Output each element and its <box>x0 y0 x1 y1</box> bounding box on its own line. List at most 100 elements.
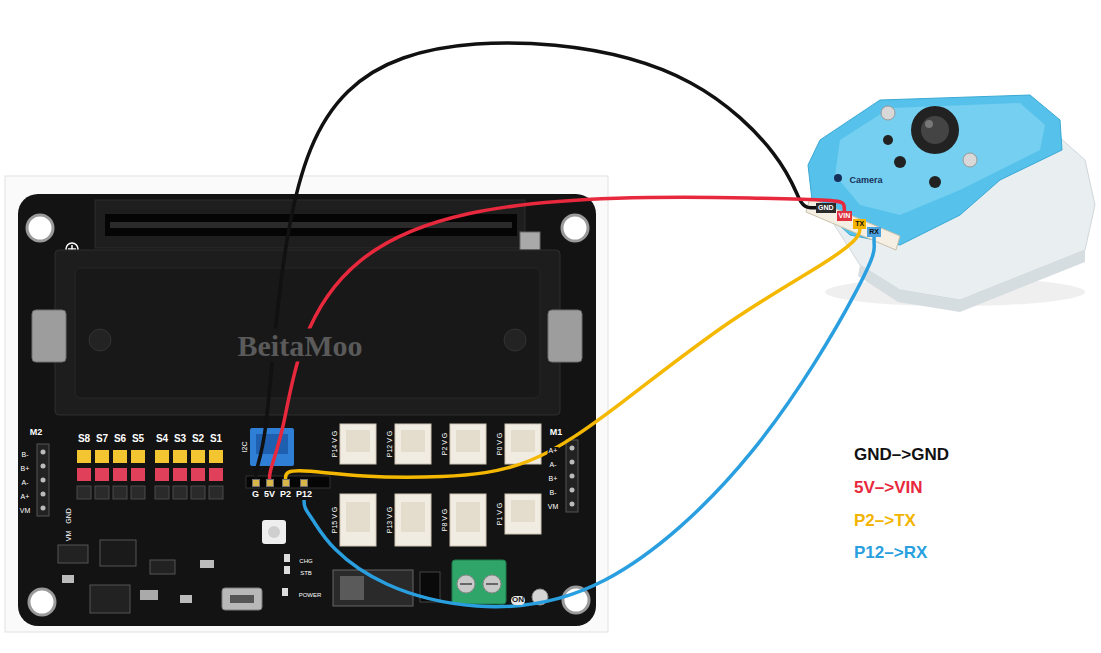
port-name-holder: I2C <box>233 441 251 454</box>
smd-components-part <box>100 540 136 566</box>
port-name: P2 V G <box>441 432 449 457</box>
header-pin-box: 5V <box>263 479 276 500</box>
pin-header-strip <box>246 476 330 488</box>
slide-switch-part <box>420 572 440 602</box>
terminal-block-part <box>460 583 498 585</box>
servo-name: S4 <box>155 433 169 444</box>
edge-connector-part <box>105 214 517 236</box>
micro-usb-part <box>222 588 262 610</box>
edge-connector-part <box>110 222 512 228</box>
camera-module-part <box>921 116 949 144</box>
expansion-board <box>18 194 596 626</box>
port-name: P13 V G <box>386 506 394 534</box>
button-name-holder: ON <box>511 588 525 606</box>
motor-header-m2-part <box>41 478 46 483</box>
led-name: POWER <box>298 592 323 599</box>
pin-name-holder: VM <box>547 495 560 513</box>
servo-headers-part <box>131 486 145 499</box>
motor-header-m1-part <box>570 488 575 493</box>
servo-headers-part <box>173 468 187 481</box>
smd-components <box>58 540 214 613</box>
edge-connector-part <box>520 232 540 250</box>
led-name-holder: STB <box>299 561 313 579</box>
battery-holder-part <box>75 268 540 398</box>
pin-name: A- <box>21 479 30 487</box>
servo-headers-part <box>113 450 127 463</box>
camera-module-part <box>883 135 893 145</box>
pin-name-holder: A- <box>21 471 30 489</box>
smd-components-part <box>200 560 214 568</box>
pin-name: B+ <box>20 465 31 473</box>
motor-header-m1-part <box>570 446 575 451</box>
header-pin <box>282 479 290 487</box>
pin-name-holder: A+ <box>20 485 31 503</box>
led-name-holder: POWER <box>298 583 323 601</box>
pin-name: A+ <box>548 447 559 455</box>
smd-components-part <box>180 595 192 603</box>
servo-headers-part <box>95 468 109 481</box>
servo-headers-part <box>131 450 145 463</box>
pin-name-holder: B- <box>549 481 558 499</box>
edge-connector-part <box>95 200 525 248</box>
servo-headers-part <box>95 486 109 499</box>
pin-name: VM <box>65 530 73 543</box>
servo-name-holder: S3 <box>173 428 187 446</box>
header-pin <box>266 479 274 487</box>
port-name: P1 V G <box>496 502 504 527</box>
jst-connectors-part <box>395 424 431 464</box>
led-name-holder: CHG <box>298 549 313 567</box>
header-pin-box: P2 <box>279 479 292 500</box>
pin-name-holder: VM <box>57 530 75 543</box>
port-name: P8 V G <box>441 508 449 533</box>
pin-label: P12 <box>295 490 313 500</box>
power-button <box>532 589 548 605</box>
pin-name-holder: B+ <box>20 457 31 475</box>
servo-name-holder: S2 <box>191 428 205 446</box>
jst-connectors-part <box>346 430 370 452</box>
jumper-wire <box>304 237 874 607</box>
pin-name: A- <box>549 461 558 469</box>
jst-connectors <box>340 424 541 546</box>
smd-components-part <box>150 560 175 574</box>
pin-header-strip-part <box>246 476 330 488</box>
servo-headers-part <box>209 486 223 499</box>
i2c-connector <box>250 428 294 466</box>
wiring-key-holder: GND–>GND <box>852 446 951 465</box>
servo-headers <box>77 450 223 499</box>
battery-holder-part <box>504 329 526 351</box>
camera-module-part <box>835 103 1045 215</box>
jst-connectors-part <box>505 494 541 534</box>
motor-header-m2-part <box>41 506 46 511</box>
pin-label: G <box>251 490 260 500</box>
servo-name: S1 <box>209 433 223 444</box>
camera-module-part <box>834 174 842 182</box>
pin-name: B- <box>549 489 558 497</box>
port-name: I2C <box>241 441 249 454</box>
servo-name-holder: S6 <box>113 428 127 446</box>
status-leds <box>282 554 290 596</box>
camera-module-part <box>881 106 895 120</box>
battery-holder <box>32 250 582 415</box>
servo-name-holder: S1 <box>209 428 223 446</box>
servo-headers-part <box>155 486 169 499</box>
pin-name-holder: B+ <box>548 467 559 485</box>
led-name: CHG <box>298 558 313 565</box>
jumper-wire <box>256 43 816 479</box>
terminal-block <box>452 560 506 604</box>
jst-connectors-part <box>505 424 541 464</box>
servo-name: S5 <box>131 433 145 444</box>
camera-module-part <box>911 106 959 154</box>
camera-module-part <box>963 153 977 167</box>
pin-label: RX <box>867 227 881 237</box>
wiring-key: 5V–>VIN <box>852 479 925 498</box>
jst-connectors-part <box>401 430 425 452</box>
servo-headers-part <box>173 450 187 463</box>
servo-headers-part <box>209 468 223 481</box>
slide-switch-part <box>333 570 413 606</box>
pin-name: GND <box>65 507 73 525</box>
brand-emboss: BeitaMoo <box>237 329 364 362</box>
jst-connectors-part <box>456 430 480 452</box>
micro-usb-part <box>230 595 254 603</box>
header-pin-box: P12 <box>295 479 313 500</box>
